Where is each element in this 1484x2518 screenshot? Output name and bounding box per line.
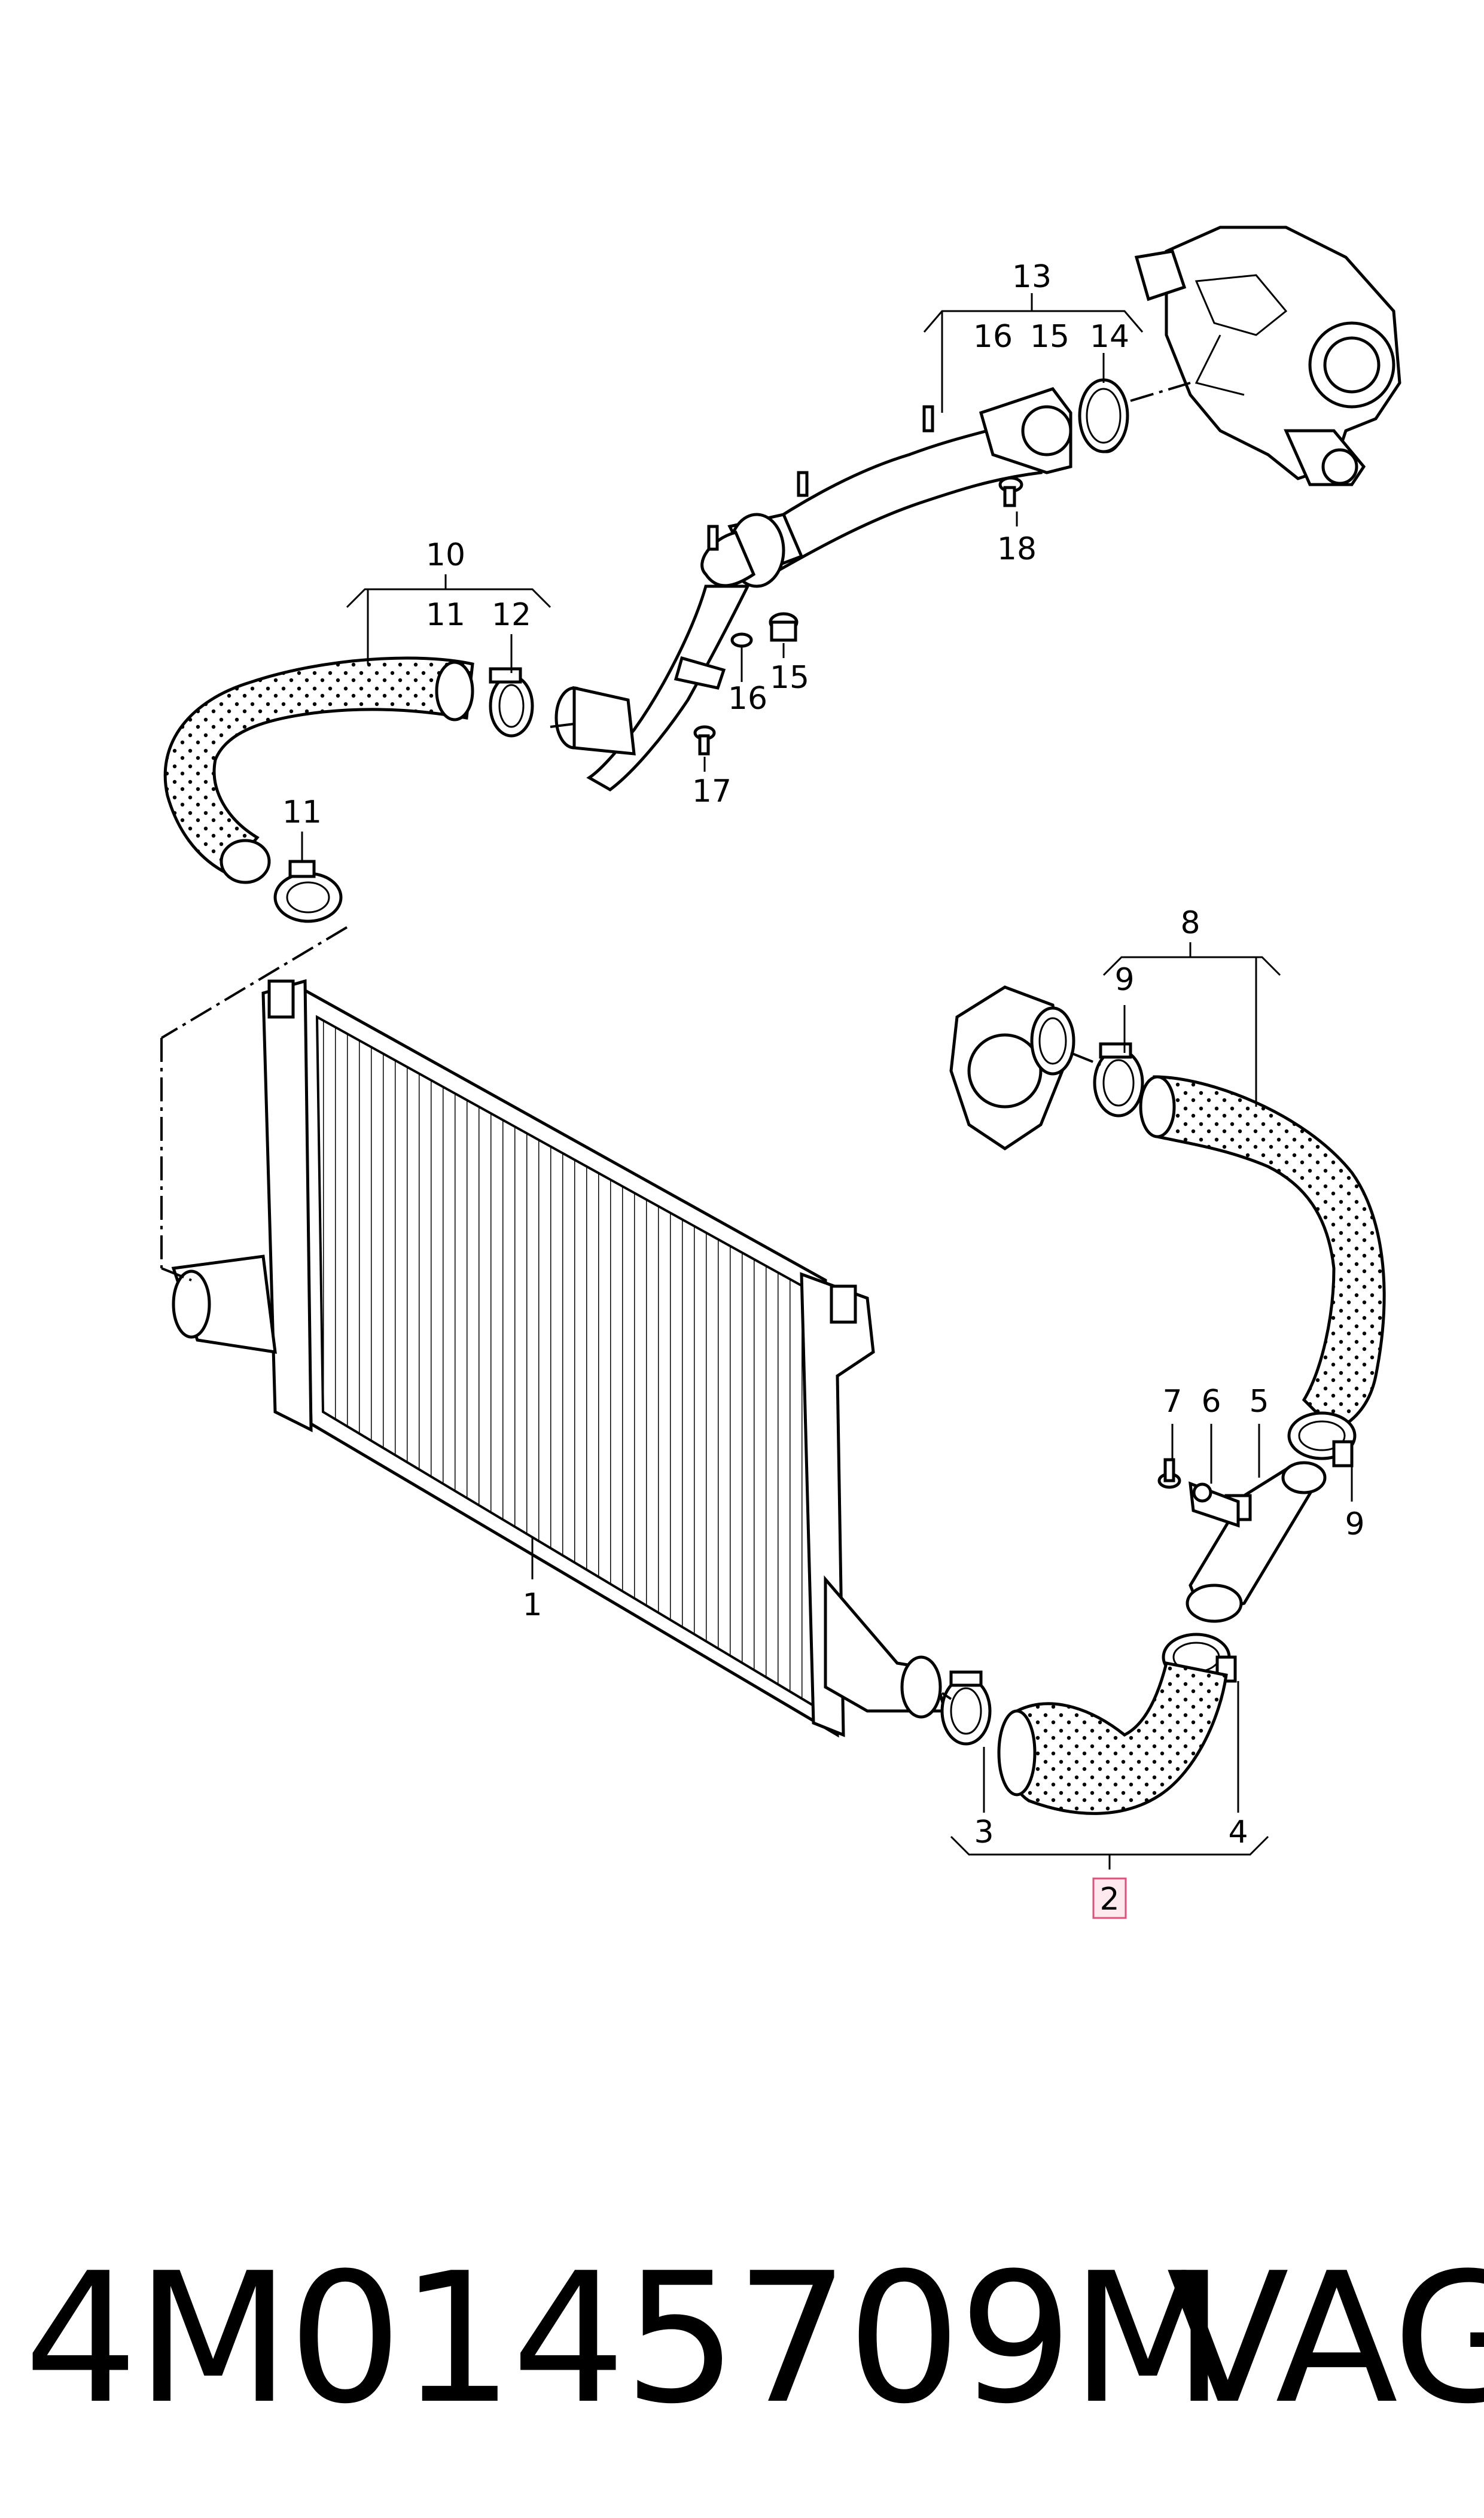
callout-15-top: 15 (1030, 319, 1069, 355)
charge-air-hose-2 (1007, 1661, 1228, 1815)
intercooler-outlet (900, 1655, 942, 1719)
callout-15-mid: 15 (770, 660, 809, 696)
intercooler-1 (171, 979, 947, 1738)
hose-clamp-11 (273, 860, 343, 923)
callout-7: 7 (1162, 1384, 1182, 1420)
hose-clamp-9-lower (1287, 1411, 1357, 1467)
callout-16-top: 16 (973, 319, 1013, 355)
brand-text: VAG (1166, 2234, 1484, 2443)
sensor-6 (1189, 1481, 1240, 1528)
callout-11-lower: 11 (282, 794, 322, 830)
callout-10: 10 (426, 537, 465, 573)
bolt-18 (998, 476, 1023, 507)
part-number-text: 4M0145709M (24, 2234, 1226, 2443)
throttle-body (949, 985, 1075, 1151)
pipe-socket (554, 686, 636, 756)
bolt-16-top (730, 632, 753, 670)
hose-clamp-9-upper (1093, 1042, 1144, 1118)
callout-9-lower: 9 (1345, 1506, 1364, 1542)
callout-17: 17 (692, 774, 732, 809)
charge-air-hose-8 (1153, 1075, 1386, 1432)
hose-clamp-3 (940, 1670, 992, 1746)
hose-clamp-12 (489, 667, 534, 738)
callout-5: 5 (1249, 1384, 1269, 1420)
intercooler-inlet (172, 1269, 211, 1339)
callout-18: 18 (997, 531, 1037, 567)
charge-air-hose-10 (163, 656, 474, 876)
bolt-17 (693, 725, 716, 756)
callout-8: 8 (1180, 905, 1200, 941)
turbocharger-illustration (1134, 226, 1401, 486)
callout-4: 4 (1228, 1814, 1248, 1850)
hose-end-lower (220, 839, 271, 884)
callout-3: 3 (974, 1814, 994, 1850)
bolt-15-top (769, 612, 799, 642)
highlighted-part-box (1092, 1877, 1127, 1919)
callout-6: 6 (1201, 1384, 1221, 1420)
callout-2-highlighted: 2 (1099, 1881, 1119, 1917)
hose-end-upper (435, 660, 474, 721)
hose-end-2-left (997, 1709, 1037, 1797)
pipe-5 (1186, 1461, 1327, 1623)
callout-16-mid: 16 (728, 681, 767, 717)
callout-9-upper: 9 (1114, 962, 1134, 998)
hose-end-8-top (1139, 1075, 1176, 1138)
callout-1: 1 (522, 1587, 542, 1623)
pressure-pipe-13 (586, 384, 1126, 791)
callout-13: 13 (1012, 259, 1052, 295)
leader-lines (160, 293, 1353, 1870)
callout-11-top: 11 (426, 597, 465, 633)
seal-ring-14 (1078, 378, 1129, 453)
callout-14: 14 (1090, 319, 1129, 355)
callout-12: 12 (492, 597, 531, 633)
callout-labels: 13 16 15 14 18 10 11 12 15 16 17 11 8 9 … (282, 259, 1365, 1919)
bolt-7 (1157, 1458, 1181, 1489)
